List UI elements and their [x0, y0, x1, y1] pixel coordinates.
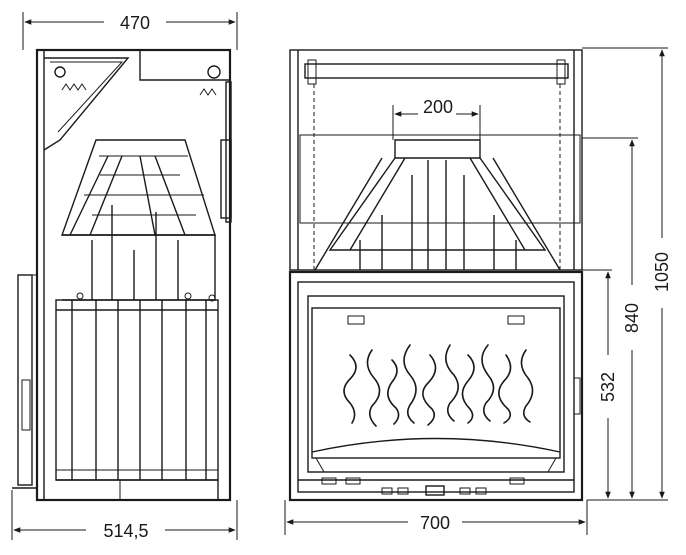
dim-front-532-label: 532 — [598, 372, 618, 402]
pulley-wheel — [207, 65, 221, 79]
side-door — [17, 274, 37, 486]
dim-front-1050-label: 1050 — [652, 252, 672, 292]
pivot-bolt — [54, 66, 66, 78]
dim-front-1050: 1050 — [582, 47, 672, 499]
side-view: 470 — [11, 12, 238, 541]
front-hood — [314, 139, 561, 271]
dim-side-top-label: 470 — [120, 13, 150, 33]
dim-front-532: 532 — [582, 269, 668, 501]
front-firebox — [288, 270, 584, 502]
dim-front-bottom-label: 700 — [420, 513, 450, 533]
dim-damper: 200 — [392, 97, 481, 140]
dim-damper-label: 200 — [423, 97, 453, 117]
dim-side-bottom-label: 514,5 — [103, 521, 148, 541]
flames — [343, 344, 534, 427]
dim-side-top: 470 — [22, 12, 238, 50]
side-bars — [91, 205, 179, 300]
front-upper-frame — [289, 49, 583, 271]
front-view: 200 — [284, 47, 672, 535]
front-base-controls — [298, 477, 574, 496]
dim-front-840-label: 840 — [622, 303, 642, 333]
side-hood — [61, 139, 216, 236]
dim-front-bottom: 700 — [284, 500, 588, 535]
side-firebox — [55, 292, 219, 481]
dim-side-bottom: 514,5 — [11, 490, 238, 541]
dim-front-840: 840 — [582, 137, 642, 499]
